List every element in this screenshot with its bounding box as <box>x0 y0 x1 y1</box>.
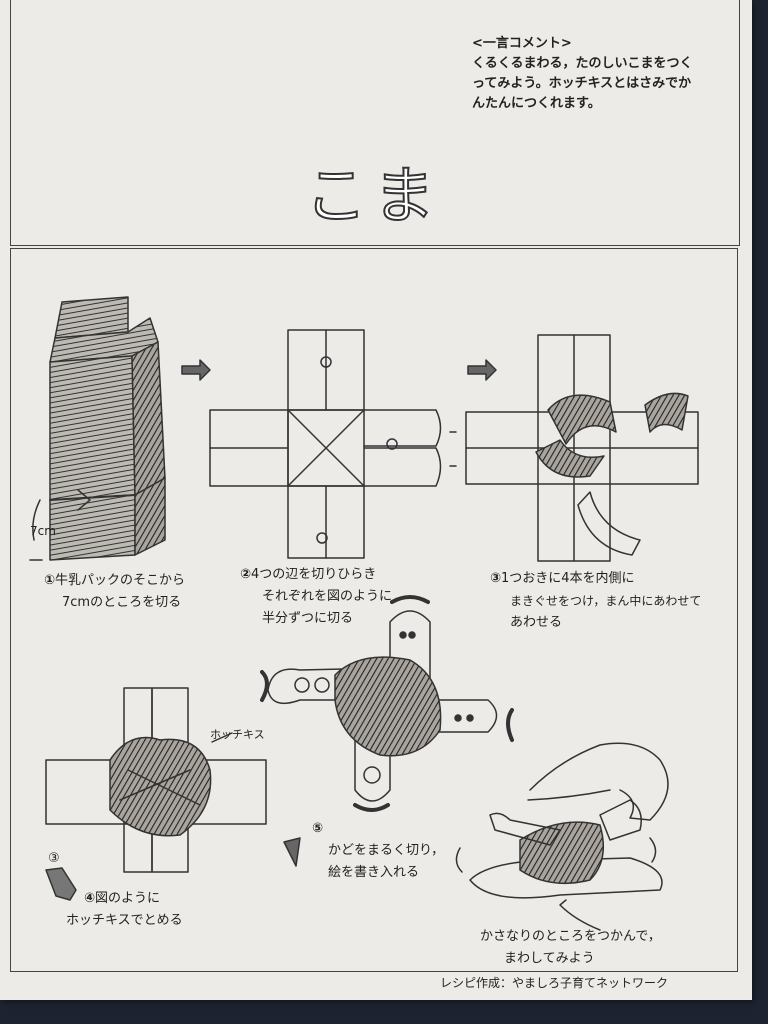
step-5-line-2: 絵を書き入れる <box>328 865 420 880</box>
comment-line-2: ってみよう。ホッチキスとはさみでか <box>472 76 692 91</box>
step-3-line-2: まきぐせをつけ，まん中にあわせて <box>510 594 702 608</box>
step-5-line-1: かどをまるく切り， <box>328 843 445 858</box>
measure-label: 7cm <box>30 524 56 538</box>
comment-box: <一言コメント> くるくるまわる，たのしいこまをつく ってみよう。ホッチキスとは… <box>472 34 734 114</box>
page-title: こま <box>304 158 442 233</box>
step-4-number: ④ <box>84 891 96 906</box>
step-5-note: ⑤ かどをまるく切り， 絵を書き入れる <box>312 818 444 884</box>
twist-arrow-icon <box>45 867 77 901</box>
step-4-ref: ③ <box>48 851 60 866</box>
final-note: かさなりのところをつかんで， まわしてみよう <box>480 926 661 970</box>
curling-strips-drawing <box>465 334 699 562</box>
spinning-top-drawing <box>455 742 669 931</box>
step-3-number: ③ <box>490 571 502 586</box>
step-2-line-3: 半分ずつに切る <box>262 611 354 626</box>
step-1-number: ① <box>44 573 56 588</box>
step-2-note: ②4つの辺を切りひらき それぞれを図のように 半分ずつに切る <box>240 564 392 630</box>
step-5-number: ⑤ <box>312 821 324 836</box>
comment-heading: <一言コメント> <box>472 36 572 51</box>
step-3-line-3: あわせる <box>510 615 563 630</box>
step-2-line-1: 4つの辺を切りひらき <box>251 567 377 582</box>
step-1-line-2: 7cmのところを切る <box>62 595 182 610</box>
arrow-icon <box>467 359 497 381</box>
step-4-line-1: 図のように <box>95 891 161 906</box>
header-frame <box>10 0 740 246</box>
final-note-line-1: かさなりのところをつかんで， <box>480 929 661 944</box>
comment-line-3: んたんにつくれます。 <box>472 96 601 111</box>
step-2-number: ② <box>240 567 252 582</box>
step-3-note: ③1つおきに4本を内側に まきぐせをつけ，まん中にあわせて あわせる <box>490 568 701 634</box>
step-4-note: ④図のように ホッチキスでとめる <box>66 888 183 932</box>
step-3-line-1: 1つおきに4本を内側に <box>501 571 635 586</box>
step-4-line-2: ホッチキスでとめる <box>66 913 183 928</box>
comment-line-1: くるくるまわる，たのしいこまをつく <box>472 56 693 71</box>
instructions-frame <box>10 248 738 972</box>
step-1-line-1: 牛乳パックのそこから <box>55 573 186 588</box>
final-note-line-2: まわしてみよう <box>504 951 595 966</box>
arrow-icon <box>181 359 211 381</box>
step-1-note: ①牛乳パックのそこから 7cmのところを切る <box>44 570 185 614</box>
decorated-top-drawing <box>260 595 514 867</box>
stapler-label: ホッチキス <box>210 728 265 741</box>
unfolded-carton-drawing <box>209 329 457 559</box>
step-2-line-2: それぞれを図のように <box>262 589 393 604</box>
stapled-assembly-drawing <box>45 687 267 873</box>
milk-carton-drawing <box>29 296 166 561</box>
recipe-credit: レシピ作成：やましろ子育てネットワーク <box>440 976 669 990</box>
